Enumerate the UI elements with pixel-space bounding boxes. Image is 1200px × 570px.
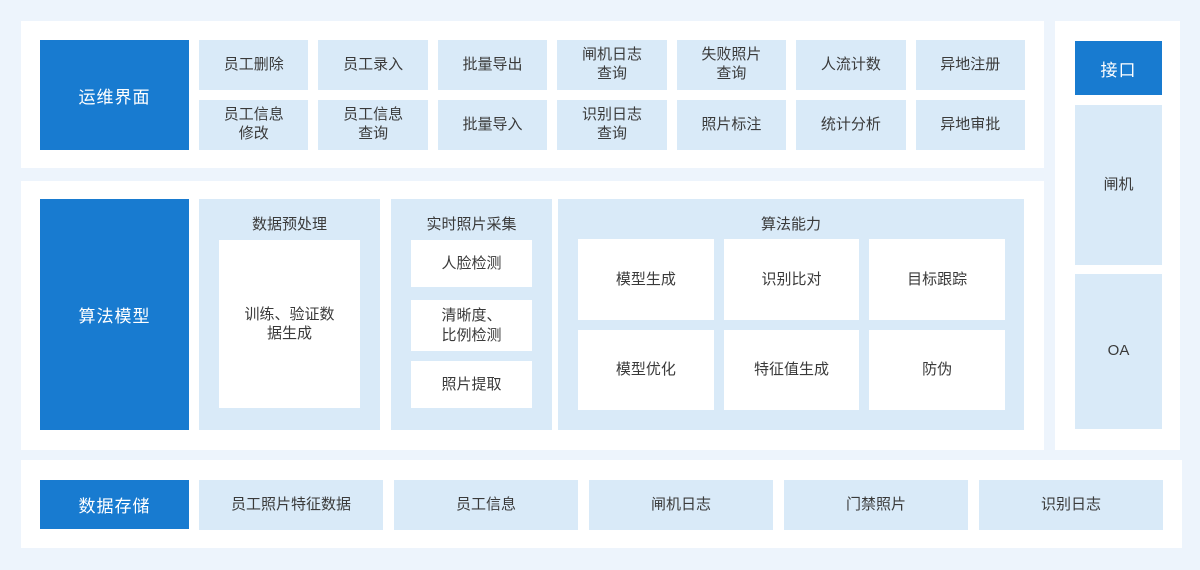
data-preprocessing-group: 数据预处理 训练、验证数 据生成: [199, 199, 380, 430]
algo-panel: 算法模型 数据预处理 训练、验证数 据生成 实时照片采集 人脸检测 清晰度、 比…: [21, 181, 1044, 450]
ops-feature-block: 异地注册: [915, 40, 1025, 90]
algo-item-block: 防伪: [869, 330, 1005, 410]
interface-block: 闸机: [1075, 105, 1162, 265]
algo-item-block: 训练、验证数 据生成: [219, 240, 360, 408]
algo-item-block: 清晰度、 比例检测: [411, 300, 532, 351]
ops-section-label: 运维界面: [40, 40, 189, 150]
group-title: 实时照片采集: [426, 216, 517, 233]
ops-feature-grid: 员工删除 员工录入 批量导出 闸机日志 查询 失败照片 查询 人流计数 异地注册…: [199, 40, 1025, 150]
ops-feature-block: 照片标注: [676, 100, 787, 150]
algo-item-block: 目标跟踪: [869, 239, 1005, 320]
ops-feature-block: 员工信息 修改: [199, 100, 309, 150]
ops-feature-block: 批量导出: [437, 40, 548, 90]
ability-grid: 模型生成 识别比对 目标跟踪 模型优化 特征值生成 防伪: [578, 239, 1005, 410]
ops-feature-block: 批量导入: [437, 100, 548, 150]
storage-block: 员工照片特征数据: [199, 480, 383, 530]
algo-item-block: 人脸检测: [411, 240, 532, 287]
algo-section-label: 算法模型: [40, 199, 189, 430]
ops-panel: 运维界面 员工删除 员工录入 批量导出 闸机日志 查询 失败照片 查询 人流计数…: [21, 21, 1044, 168]
storage-block: 识别日志: [979, 480, 1163, 530]
interface-block: OA: [1075, 274, 1162, 429]
ops-feature-block: 员工信息 查询: [318, 100, 428, 150]
storage-block: 员工信息: [394, 480, 578, 530]
ops-feature-block: 异地审批: [915, 100, 1025, 150]
ops-feature-block: 闸机日志 查询: [557, 40, 667, 90]
ops-feature-block: 统计分析: [796, 100, 906, 150]
storage-section-label: 数据存储: [40, 480, 189, 529]
storage-block: 门禁照片: [784, 480, 968, 530]
storage-panel: 数据存储 员工照片特征数据 员工信息 闸机日志 门禁照片 识别日志: [21, 460, 1182, 548]
storage-block: 闸机日志: [589, 480, 773, 530]
ops-feature-block: 失败照片 查询: [676, 40, 787, 90]
algo-item-block: 识别比对: [723, 239, 860, 320]
ops-feature-block: 员工录入: [318, 40, 428, 90]
algo-item-block: 特征值生成: [723, 330, 860, 410]
algo-ability-group: 算法能力 模型生成 识别比对 目标跟踪 模型优化 特征值生成 防伪: [558, 199, 1024, 430]
group-title: 算法能力: [760, 216, 821, 233]
interface-section-label: 接口: [1075, 41, 1162, 95]
ops-feature-block: 识别日志 查询: [557, 100, 667, 150]
group-title: 数据预处理: [251, 216, 327, 233]
photo-capture-group: 实时照片采集 人脸检测 清晰度、 比例检测 照片提取: [391, 199, 552, 430]
interface-panel: 接口 闸机 OA: [1055, 21, 1180, 450]
ops-feature-block: 员工删除: [199, 40, 309, 90]
algo-item-block: 模型优化: [578, 330, 714, 410]
ops-feature-block: 人流计数: [796, 40, 906, 90]
algo-item-block: 照片提取: [411, 361, 532, 408]
algo-item-block: 模型生成: [578, 239, 714, 320]
storage-grid: 员工照片特征数据 员工信息 闸机日志 门禁照片 识别日志: [199, 480, 1163, 530]
